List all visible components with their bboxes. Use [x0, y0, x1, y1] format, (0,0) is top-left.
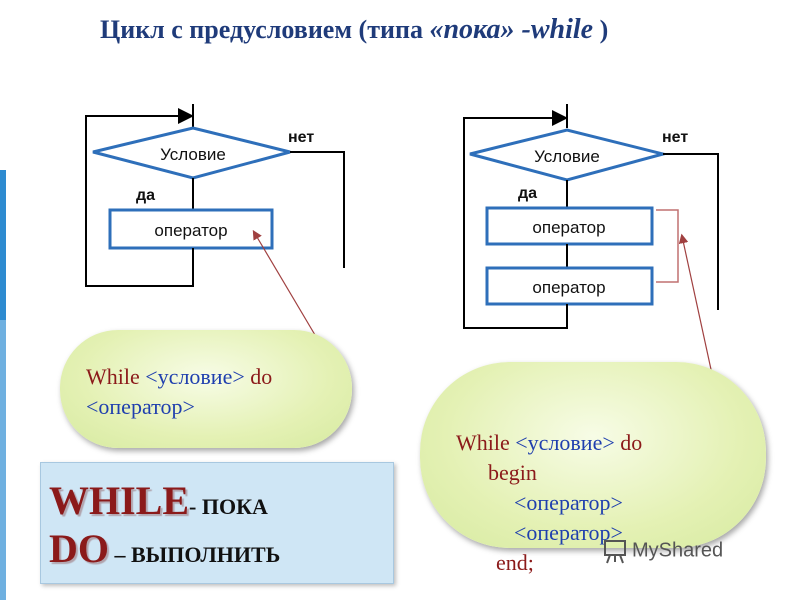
right-operator-box-2 — [485, 266, 654, 306]
right-operator-box-1 — [485, 206, 654, 246]
right-flowchart — [463, 104, 719, 375]
right-code-condition: <условие> — [515, 430, 615, 455]
right-code-end: end; — [496, 550, 534, 575]
side-accent-bar-lower — [0, 320, 6, 600]
left-operator-label: оператор — [154, 221, 227, 240]
glossary-while-value: ПОКА — [201, 494, 268, 519]
watermark: MyShared — [602, 538, 723, 564]
left-code-do: do — [244, 364, 273, 389]
title-part-2: типа — [367, 15, 430, 44]
left-code-operator: <оператор> — [86, 394, 195, 419]
title-part-1: Цикл с предусловием ( — [100, 15, 368, 44]
watermark-text: MyShared — [632, 539, 724, 562]
right-code-begin: begin — [488, 460, 537, 485]
left-code-bubble — [60, 330, 352, 448]
left-yes-label: да — [136, 187, 155, 204]
side-accent-bar — [0, 170, 6, 320]
glossary-while-separator: - — [189, 494, 202, 519]
title-part-4: ) — [593, 15, 609, 44]
left-code-condition: <условие> — [145, 364, 245, 389]
page-title: Цикл с предусловием (типа «пока» -while … — [100, 14, 780, 46]
glossary-do-key: DO — [49, 526, 109, 571]
left-condition-label: Условие — [160, 145, 226, 164]
right-code-do: do — [614, 430, 643, 455]
glossary-while-key: WHILE — [49, 478, 190, 523]
glossary-box: WHILE- ПОКА DO – ВЫПОЛНИТЬ — [40, 462, 394, 584]
left-code-while: While — [86, 364, 146, 389]
left-operator-box — [108, 208, 274, 250]
right-no-label: нет — [662, 129, 688, 146]
glossary-do-value: ВЫПОЛНИТЬ — [131, 542, 281, 567]
glossary-do-separator: – — [109, 542, 131, 567]
right-yes-label: да — [518, 185, 537, 202]
right-condition-label: Условие — [534, 147, 600, 166]
left-no-label: нет — [288, 129, 314, 146]
right-code-while: While — [456, 430, 516, 455]
left-flowchart — [85, 104, 345, 341]
right-operator-1-label: оператор — [532, 218, 605, 237]
right-code-block: While <условие> do begin <оператор> <опе… — [456, 428, 642, 578]
right-code-operator-1: <оператор> — [514, 490, 623, 515]
left-code-block: While <условие> do <оператор> — [86, 362, 272, 422]
presentation-board-icon — [604, 540, 626, 564]
right-operator-2-label: оператор — [532, 278, 605, 297]
glossary-do-row: DO – ВЫПОЛНИТЬ — [49, 525, 280, 572]
right-code-bubble — [420, 362, 766, 548]
title-part-3: «пока» -while — [429, 14, 594, 45]
glossary-while-row: WHILE- ПОКА — [49, 477, 268, 524]
